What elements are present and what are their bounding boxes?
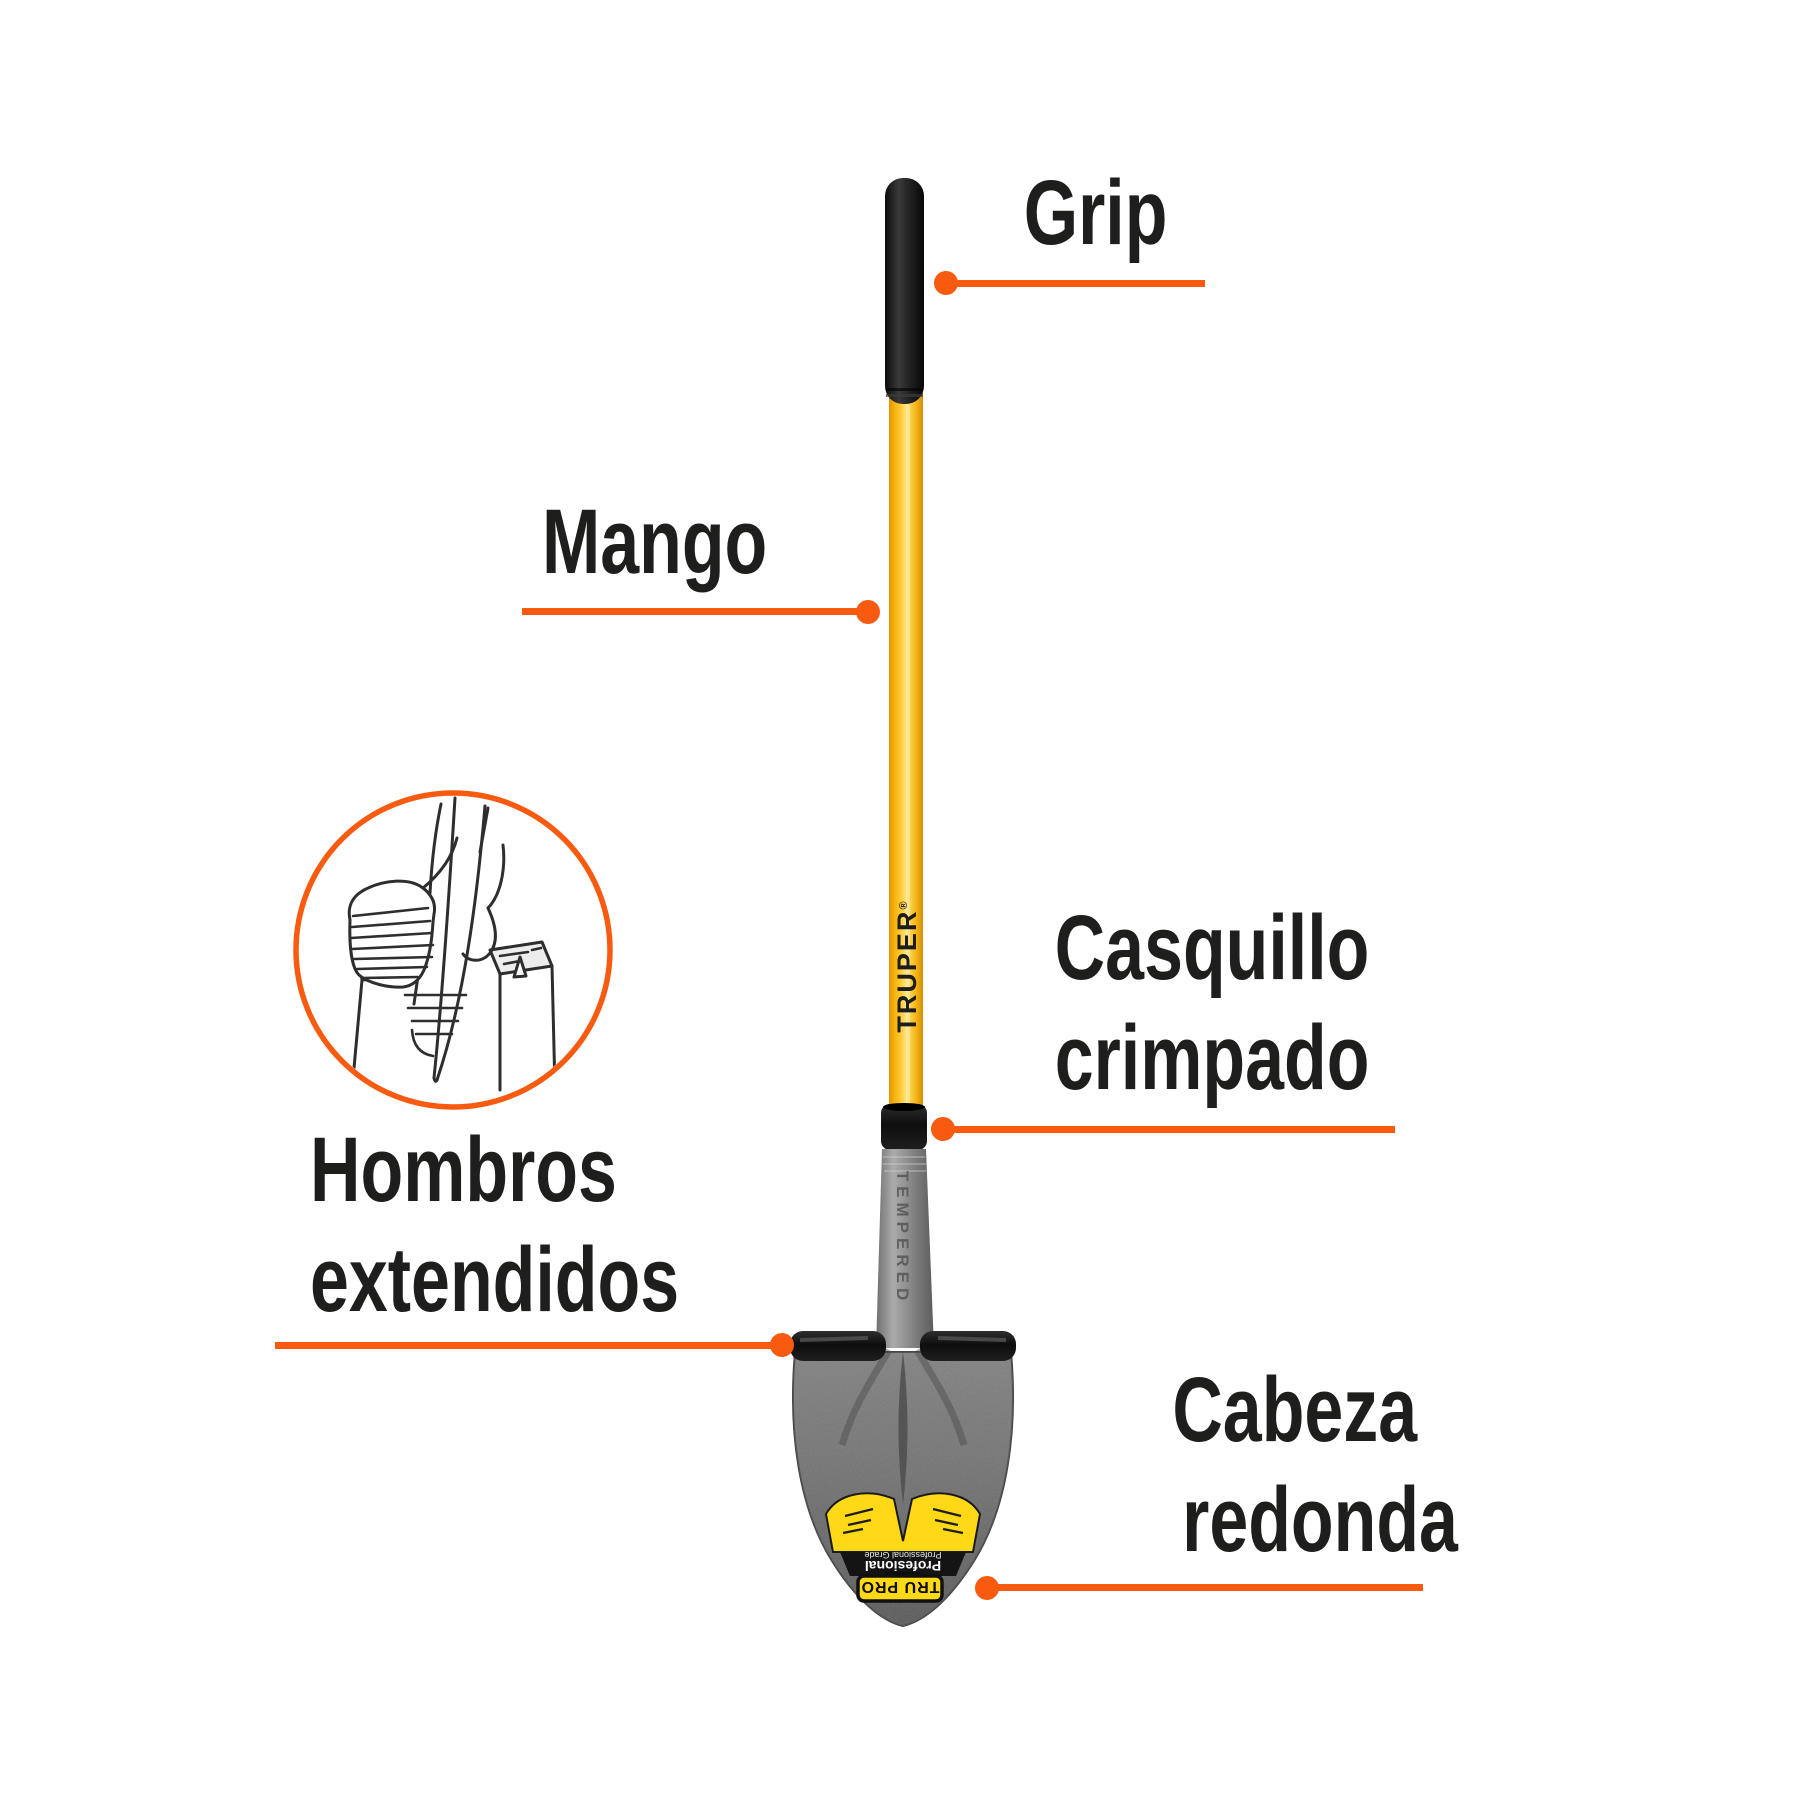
mango-leader-dot [856,600,880,624]
label-grip-text: Grip [1024,162,1168,264]
label-grade-primary: Profesional [865,1558,941,1574]
cabeza-leader-line [987,1584,1423,1591]
inset-blade [432,796,490,1083]
handle-highlight [906,395,910,1105]
grip-leader-dot [934,271,958,295]
inset-boot [347,802,506,989]
ferrule-collar [881,1104,927,1150]
casquillo-leader-dot [931,1117,955,1141]
inset-right-post [488,940,557,1092]
shovel-handle: TRUPER® [889,390,923,1110]
label-casquillo: Casquillo crimpado [1005,893,1405,1113]
label-cabeza-line1: Cabeza [1172,1359,1418,1461]
inset-circle [293,790,613,1110]
label-hombros-line1: Hombros [310,1119,617,1221]
casquillo-leader-line [943,1126,1395,1133]
hombros-leader-dot [770,1333,794,1357]
label-cabeza-line2: redonda [1182,1469,1458,1571]
shovel-grip [885,178,924,404]
registered-mark-icon: ® [898,899,910,909]
left-shoulder-step [790,1331,886,1361]
label-hombros-line2: extendidos [310,1229,680,1331]
grip-ridge [886,394,923,397]
grip-leader-line [946,280,1205,287]
right-shoulder-step [920,1331,1016,1361]
shovel-ferrule [881,1103,927,1150]
grip-ridge [886,388,923,391]
shoulder-detail-inset [293,790,613,1110]
shaft-brand: TRUPER® [892,899,922,1032]
inset-line-art [347,796,557,1092]
shaft-brand-text: TRUPER [892,910,922,1033]
label-grade-secondary: Professional Grade [864,1550,941,1560]
socket-crimp-lines [883,1156,926,1172]
shoulder-highlights [799,1336,1007,1342]
blade-creases [838,1348,968,1446]
label-product-name: TRU PRO [861,1578,940,1595]
label-grip: Grip [946,158,1246,268]
label-casquillo-line1: Casquillo [1054,897,1370,999]
label-hombros: Hombros extendidos [310,1115,796,1335]
label-mango: Mango [542,487,838,597]
label-mango-text: Mango [542,491,768,593]
hombros-leader-line [275,1342,782,1349]
socket-stamp-text: TEMPERED [893,1171,912,1305]
grip-body [885,178,924,404]
label-yellow-field [824,1492,982,1553]
label-black-band [840,1552,966,1576]
ferrule-top-bead [883,1103,925,1111]
inset-hatch-lines [403,993,468,1058]
shovel-socket: TEMPERED [876,1149,934,1348]
cabeza-leader-dot [975,1576,999,1600]
mango-leader-line [522,608,868,615]
label-fine-print-lines [842,1507,964,1535]
blade-label: Professional Grade Profesional TRU PRO [824,1492,982,1603]
socket-body [876,1149,934,1348]
blade-rib [898,1352,908,1505]
label-product-box [856,1574,944,1603]
label-cabeza: Cabeza redonda [1095,1355,1458,1575]
label-casquillo-line2: crimpado [1054,1007,1370,1109]
